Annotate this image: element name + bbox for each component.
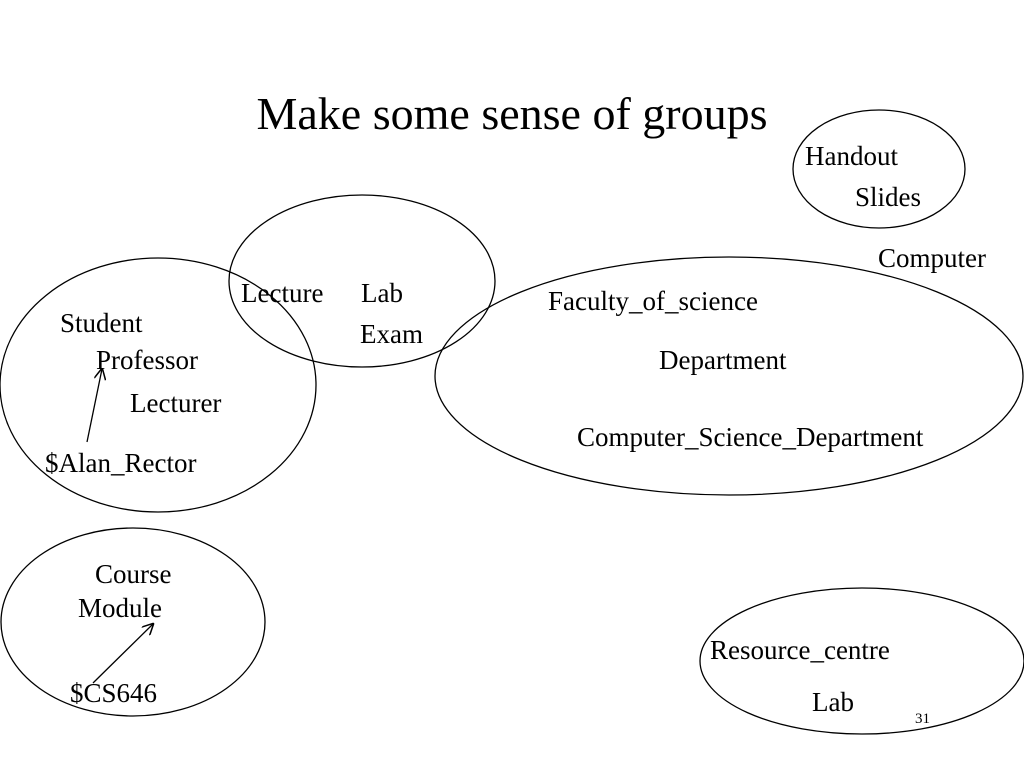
faculty-of-science-label: Faculty_of_science — [548, 286, 758, 316]
exam-label: Exam — [360, 319, 423, 349]
cs646-label: $CS646 — [70, 678, 158, 708]
computer-label: Computer — [878, 243, 986, 273]
slides-label: Slides — [855, 182, 922, 212]
lecturer-label: Lecturer — [130, 388, 222, 418]
handout-label: Handout — [805, 141, 898, 171]
lecture-label: Lecture — [241, 278, 324, 308]
page-number: 31 — [915, 711, 930, 727]
resource-centre-label: Resource_centre — [710, 635, 890, 665]
module-label: Module — [78, 593, 162, 623]
people-group-ellipse — [0, 257, 317, 513]
course-label: Course — [95, 559, 172, 589]
teaching-group-ellipse — [228, 194, 496, 368]
student-label: Student — [60, 308, 143, 338]
cs646-to-module-arrow — [92, 624, 153, 684]
slide-title: Make some sense of groups — [256, 88, 768, 139]
resources-group-ellipse — [699, 587, 1024, 735]
resource-lab-label: Lab — [812, 687, 854, 717]
courses-group-ellipse — [0, 527, 266, 717]
computer-science-department-label: Computer_Science_Department — [577, 422, 924, 452]
alan-rector-label: $Alan_Rector — [45, 448, 197, 478]
professor-label: Professor — [96, 345, 198, 375]
alan-rector-to-professor-arrow — [86, 369, 102, 443]
organisation-group-ellipse — [434, 256, 1024, 496]
materials-group-ellipse — [792, 109, 966, 229]
lab-label: Lab — [361, 278, 403, 308]
department-label: Department — [659, 345, 787, 375]
